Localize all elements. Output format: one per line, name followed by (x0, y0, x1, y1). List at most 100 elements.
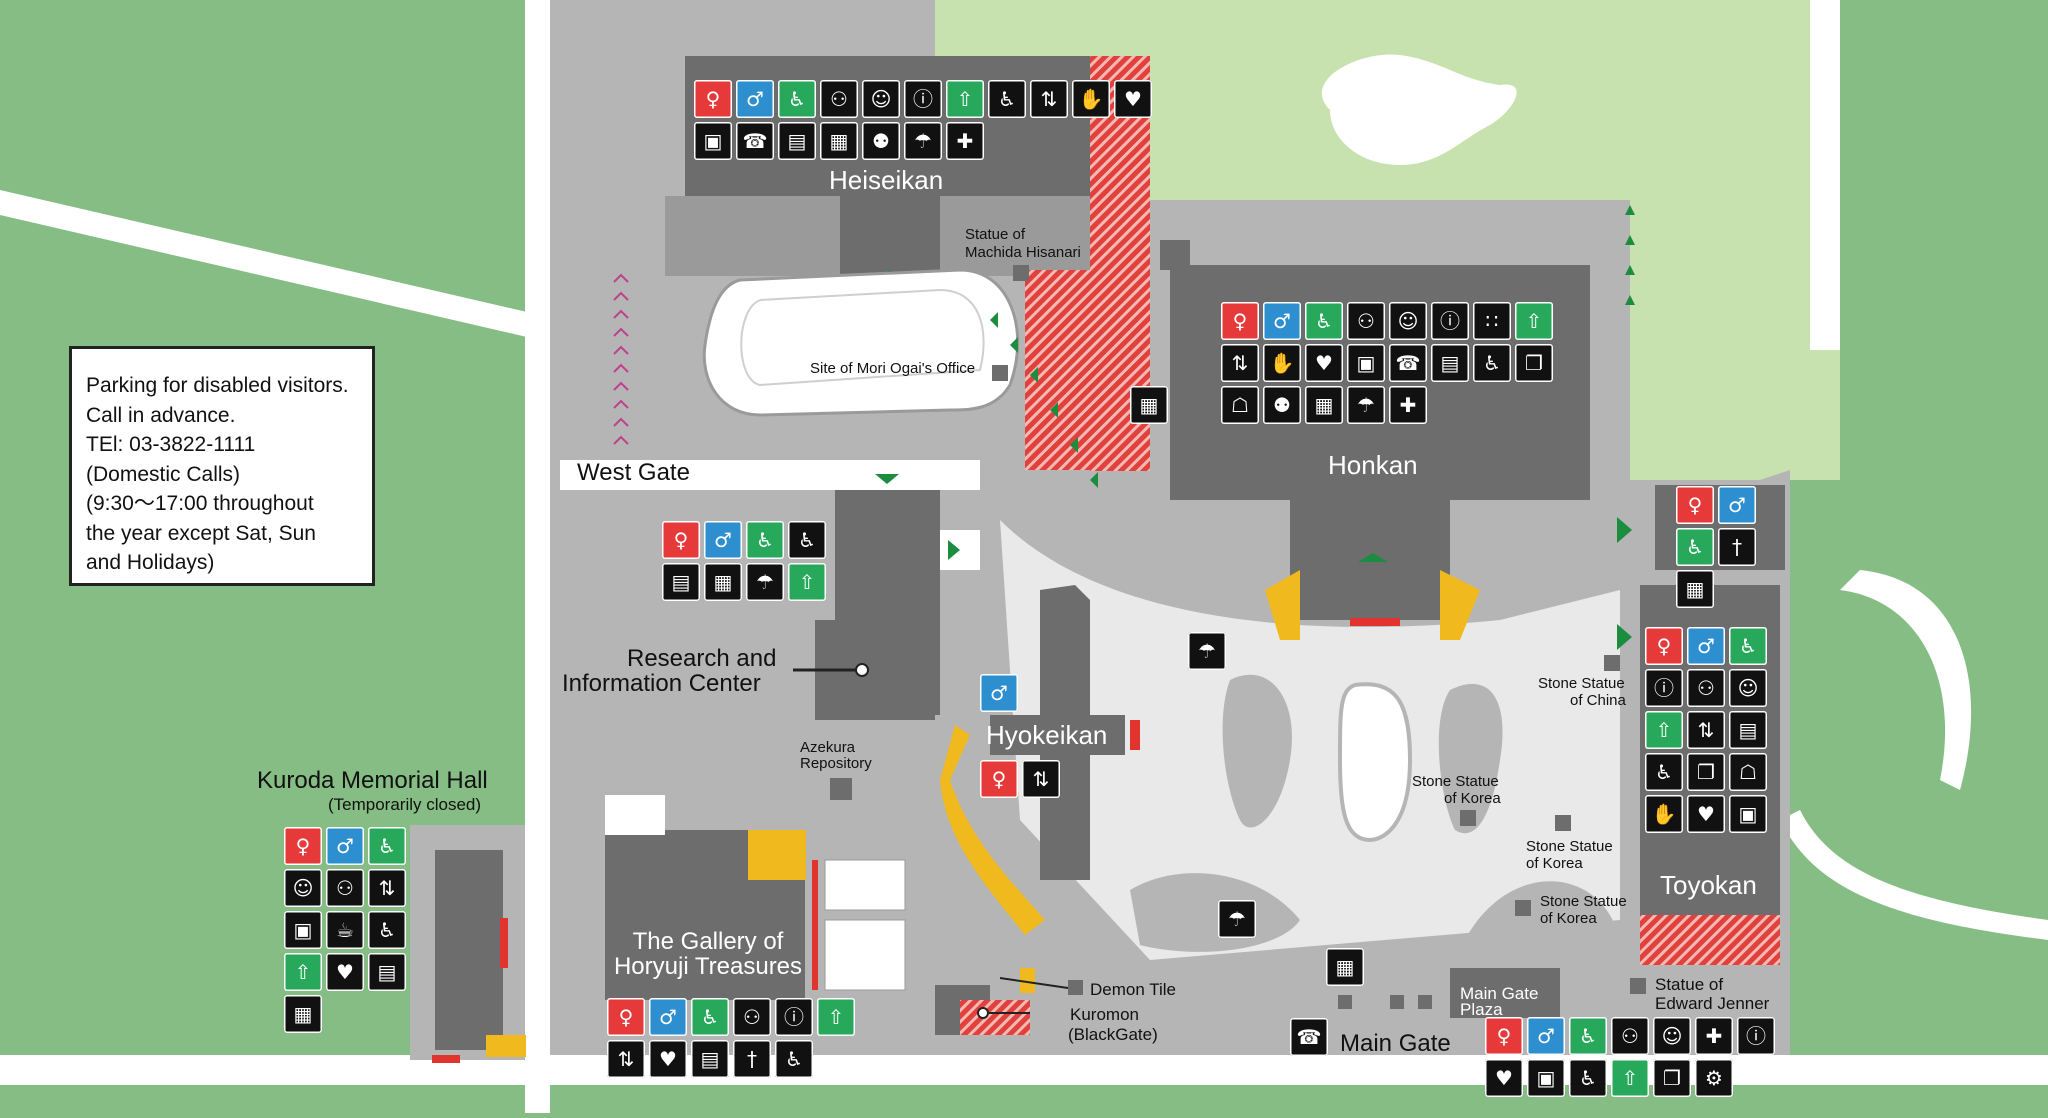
elevator-icon: ⇅ (1030, 80, 1068, 118)
elevator-icon: ⇅ (1221, 344, 1259, 382)
label-hyokeikan[interactable]: Hyokeikan (986, 720, 1108, 750)
telephone-icon: ☎ (1290, 1018, 1328, 1056)
gallery-ramp (748, 830, 806, 880)
parking-line-1: Parking for disabled visitors. (86, 374, 349, 397)
kuroda-facility-icons: ♀♂♿☺⚇⇅▣☕♿⇧♥▤▦ (284, 827, 406, 1033)
road-east (1810, 0, 1840, 350)
fountain-icon-set-1: ☂ (1188, 632, 1226, 670)
lawn-east (1438, 683, 1503, 834)
label-kuroda-title[interactable]: Kuroda Memorial Hall (257, 767, 488, 794)
gate-vending-icon-set: ▦ (1326, 948, 1364, 986)
restaurant-icon: † (733, 1040, 771, 1078)
do-not-touch-icon: ✋ (1072, 80, 1110, 118)
wheelchair-icon: ♿ (1645, 753, 1683, 791)
first-aid-icon: ✚ (1389, 386, 1427, 424)
first-aid-icon: ✚ (946, 122, 984, 160)
road-west (525, 0, 550, 1113)
label-west-gate[interactable]: West Gate (577, 459, 690, 486)
restroom-women-icon: ♀ (694, 80, 732, 118)
coin-lockers-icon: ▤ (662, 563, 700, 601)
main-gate-plaza (1450, 968, 1560, 1018)
research-arrow (948, 540, 960, 560)
label-stone-korea3-2: of Korea (1540, 910, 1597, 927)
vending-icon: ▦ (704, 563, 742, 601)
oval-plaza (702, 268, 1020, 417)
heiseikan-entrance (840, 196, 940, 276)
restroom-men-icon: ♂ (326, 827, 364, 865)
telephone-icon: ☎ (1389, 344, 1427, 382)
nursing-room-icon: ☺ (862, 80, 900, 118)
label-stone-korea1-1: Stone Statue (1412, 773, 1499, 790)
light-grass-east (1630, 190, 1840, 480)
lockers-icon: ▣ (1527, 1059, 1565, 1097)
wheelchair-icon: ♿ (788, 521, 826, 559)
information-icon: ⓘ (775, 998, 813, 1036)
kuromon-construction (960, 1000, 1030, 1035)
vending-icon: ▦ (1676, 570, 1714, 608)
restroom-women-icon: ♀ (284, 827, 322, 865)
plaza (1000, 520, 1620, 960)
road-southeast (1780, 810, 2048, 940)
vending-icon: ▦ (1130, 386, 1168, 424)
nursing-room-icon: ☺ (1729, 669, 1767, 707)
nursing-room-icon: ☺ (284, 869, 322, 907)
emergency-exit-icon: ⇧ (946, 80, 984, 118)
coin-lockers-icon: ▤ (1729, 711, 1767, 749)
gallery-pond-2 (824, 919, 906, 991)
aed-icon: ♥ (1305, 344, 1343, 382)
parking-line-3: TEl: 03-3822-1111 (86, 433, 256, 456)
label-heiseikan[interactable]: Heiseikan (829, 165, 944, 195)
wheelchair-icon: ♿ (1569, 1059, 1607, 1097)
label-stone-korea1-2: of Korea (1444, 790, 1501, 807)
label-research-1[interactable]: Research and (627, 645, 777, 672)
label-gallery-2[interactable]: Horyuji Treasures (613, 953, 803, 980)
wheelchair-icon: ♿ (1473, 344, 1511, 382)
fountain-icon-set-2: ☂ (1218, 900, 1256, 938)
machida-statue-marker (1013, 265, 1029, 281)
parking-line-7: and Holidays) (86, 551, 215, 574)
oval-inner (740, 288, 985, 387)
restroom-men-icon: ♂ (1718, 486, 1756, 524)
parking-info-box: Parking for disabled visitors. Call in a… (69, 346, 375, 586)
parking-line-4: (Domestic Calls) (86, 462, 241, 486)
elevator-icon: ⇅ (1687, 711, 1725, 749)
restroom-men-icon: ♂ (980, 674, 1018, 712)
rest-area-icon: ⚉ (862, 122, 900, 160)
restaurant-seat-icon: ☖ (1729, 753, 1767, 791)
label-stone-korea2-2: of Korea (1526, 855, 1583, 872)
accessible-restroom-icon: ♿ (778, 80, 816, 118)
drinking-fountain-icon: ☂ (746, 563, 784, 601)
gate-post-3 (1418, 995, 1432, 1009)
label-main-gate-plaza-1: Main Gate (1460, 984, 1539, 1003)
kuroda-building (435, 850, 503, 1050)
label-stone-china-2: of China (1570, 692, 1626, 709)
restroom-men-icon: ♂ (736, 80, 774, 118)
wheelchair-icon: ♿ (368, 911, 406, 949)
information-icon: ⓘ (1431, 302, 1469, 340)
label-machida-1: Statue of (965, 226, 1026, 243)
wheelchair-icon: ♿ (988, 80, 1026, 118)
hyokeikan-ramp (940, 725, 1045, 935)
elevator-icon: ⇅ (368, 869, 406, 907)
drinking-fountain-icon: ☂ (1218, 900, 1256, 938)
label-gallery-1[interactable]: The Gallery of (632, 928, 784, 955)
honkan-ramp-west (1265, 570, 1300, 640)
label-azekura-2: Repository (800, 755, 872, 772)
kuromon-pointer-dot (977, 1007, 989, 1019)
label-honkan[interactable]: Honkan (1328, 450, 1418, 480)
vending-icon: ▦ (820, 122, 858, 160)
label-main-gate[interactable]: Main Gate (1340, 1030, 1451, 1057)
mori-ogai-marker (992, 365, 1008, 381)
road-east-curve (1840, 570, 1972, 790)
label-research-2[interactable]: Information Center (562, 670, 761, 697)
label-toyokan[interactable]: Toyokan (1660, 870, 1757, 900)
nursing-room-icon: ☺ (1389, 302, 1427, 340)
baby-changing-icon: ⚇ (733, 998, 771, 1036)
ticket-accessible-icon: ⚙ (1695, 1059, 1733, 1097)
gate-post-1 (1338, 995, 1352, 1009)
honkan-door (1350, 618, 1400, 626)
honkan-entrance-arrow (1358, 553, 1388, 562)
coin-lockers-icon: ▤ (1431, 344, 1469, 382)
label-mori-ogai: Site of Mori Ogai's Office (810, 360, 976, 377)
